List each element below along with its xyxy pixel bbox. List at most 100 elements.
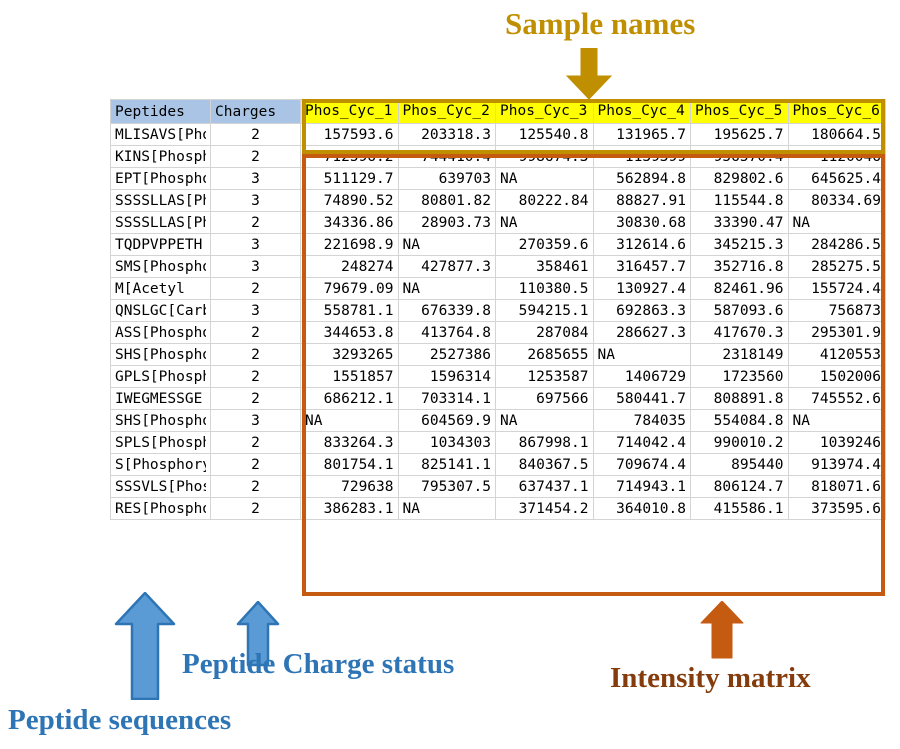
cell-intensity[interactable]: NA — [397, 277, 496, 301]
cell-intensity[interactable]: 990010.2 — [690, 431, 789, 455]
cell-intensity[interactable]: 709674.4 — [592, 453, 691, 477]
cell-intensity[interactable]: 82461.96 — [690, 277, 789, 301]
cell-intensity[interactable]: 80801.82 — [397, 189, 496, 213]
cell-intensity[interactable]: 131965.7 — [592, 123, 691, 147]
cell-intensity[interactable]: 3293265 — [300, 343, 399, 367]
cell-intensity[interactable]: 180664.5 — [787, 123, 886, 147]
cell-charge[interactable]: 2 — [210, 497, 301, 521]
cell-intensity[interactable]: 1034303 — [397, 431, 496, 455]
cell-intensity[interactable]: 2527386 — [397, 343, 496, 367]
cell-intensity[interactable]: 1039246 — [787, 431, 886, 455]
cell-intensity[interactable]: 895440 — [690, 453, 789, 477]
cell-intensity[interactable]: 415586.1 — [690, 497, 789, 521]
column-header-sample-6[interactable]: Phos_Cyc_6 — [787, 98, 886, 125]
column-header-sample-4[interactable]: Phos_Cyc_4 — [592, 98, 691, 125]
cell-charge[interactable]: 2 — [210, 123, 301, 147]
cell-intensity[interactable]: 373595.6 — [787, 497, 886, 521]
cell-intensity[interactable]: 818071.6 — [787, 475, 886, 499]
cell-intensity[interactable]: NA — [787, 409, 886, 433]
cell-intensity[interactable]: 676339.8 — [397, 299, 496, 323]
cell-intensity[interactable]: 686212.1 — [300, 387, 399, 411]
cell-intensity[interactable]: 712596.2 — [300, 145, 399, 169]
cell-intensity[interactable]: 316457.7 — [592, 255, 691, 279]
cell-intensity[interactable]: 427877.3 — [397, 255, 496, 279]
cell-intensity[interactable]: NA — [787, 211, 886, 235]
cell-intensity[interactable]: 956570.4 — [690, 145, 789, 169]
cell-intensity[interactable]: 637437.1 — [495, 475, 594, 499]
cell-intensity[interactable]: 4120553 — [787, 343, 886, 367]
cell-intensity[interactable]: 808891.8 — [690, 387, 789, 411]
cell-peptide[interactable]: GPLS[Phospho] — [110, 365, 211, 389]
cell-intensity[interactable]: 867998.1 — [495, 431, 594, 455]
cell-intensity[interactable]: 558781.1 — [300, 299, 399, 323]
cell-intensity[interactable]: 358461 — [495, 255, 594, 279]
cell-intensity[interactable]: 1139399 — [592, 145, 691, 169]
cell-peptide[interactable]: M[Acetyl — [110, 277, 211, 301]
cell-intensity[interactable]: 203318.3 — [397, 123, 496, 147]
cell-peptide[interactable]: MLISAVS[Phospho] — [110, 123, 211, 147]
cell-charge[interactable]: 2 — [210, 365, 301, 389]
column-header-sample-3[interactable]: Phos_Cyc_3 — [495, 98, 594, 125]
cell-charge[interactable]: 2 — [210, 453, 301, 477]
cell-charge[interactable]: 3 — [210, 189, 301, 213]
column-header-peptides[interactable]: Peptides — [110, 98, 211, 125]
cell-intensity[interactable]: 784035 — [592, 409, 691, 433]
cell-intensity[interactable]: 604569.9 — [397, 409, 496, 433]
cell-intensity[interactable]: 286627.3 — [592, 321, 691, 345]
cell-intensity[interactable]: 840367.5 — [495, 453, 594, 477]
cell-intensity[interactable]: 80222.84 — [495, 189, 594, 213]
cell-peptide[interactable]: KINS[Phospho] — [110, 145, 211, 169]
cell-peptide[interactable]: SSSSLLAS[Phospho] — [110, 189, 211, 213]
cell-peptide[interactable]: RES[Phospho] — [110, 497, 211, 521]
cell-intensity[interactable]: 364010.8 — [592, 497, 691, 521]
cell-peptide[interactable]: SMS[Phospho] — [110, 255, 211, 279]
cell-intensity[interactable]: 417670.3 — [690, 321, 789, 345]
cell-intensity[interactable]: 756873 — [787, 299, 886, 323]
cell-intensity[interactable]: 287084 — [495, 321, 594, 345]
cell-intensity[interactable]: 221698.9 — [300, 233, 399, 257]
cell-intensity[interactable]: 130927.4 — [592, 277, 691, 301]
cell-intensity[interactable]: 248274 — [300, 255, 399, 279]
cell-charge[interactable]: 2 — [210, 431, 301, 455]
cell-peptide[interactable]: S[Phosphoryl] — [110, 453, 211, 477]
cell-intensity[interactable]: 125540.8 — [495, 123, 594, 147]
cell-charge[interactable]: 3 — [210, 233, 301, 257]
cell-intensity[interactable]: 562894.8 — [592, 167, 691, 191]
column-header-charges[interactable]: Charges — [210, 98, 301, 125]
cell-peptide[interactable]: ASS[Phospho] — [110, 321, 211, 345]
cell-intensity[interactable]: 344653.8 — [300, 321, 399, 345]
cell-intensity[interactable]: 110380.5 — [495, 277, 594, 301]
cell-charge[interactable]: 2 — [210, 145, 301, 169]
cell-intensity[interactable]: 284286.5 — [787, 233, 886, 257]
cell-intensity[interactable]: 729638 — [300, 475, 399, 499]
cell-intensity[interactable]: 386283.1 — [300, 497, 399, 521]
cell-charge[interactable]: 2 — [210, 343, 301, 367]
cell-peptide[interactable]: SHS[Phospho] — [110, 409, 211, 433]
cell-intensity[interactable]: 554084.8 — [690, 409, 789, 433]
cell-intensity[interactable]: 1551857 — [300, 365, 399, 389]
cell-peptide[interactable]: IWEGMESSGE — [110, 387, 211, 411]
cell-intensity[interactable]: 352716.8 — [690, 255, 789, 279]
cell-intensity[interactable]: 833264.3 — [300, 431, 399, 455]
cell-intensity[interactable]: 88827.91 — [592, 189, 691, 213]
cell-intensity[interactable]: 1723560 — [690, 365, 789, 389]
cell-intensity[interactable]: 80334.69 — [787, 189, 886, 213]
cell-intensity[interactable]: 580441.7 — [592, 387, 691, 411]
cell-peptide[interactable]: EPT[Phospho] — [110, 167, 211, 191]
cell-intensity[interactable]: 587093.6 — [690, 299, 789, 323]
cell-intensity[interactable]: 33390.47 — [690, 211, 789, 235]
cell-charge[interactable]: 2 — [210, 211, 301, 235]
cell-intensity[interactable]: 801754.1 — [300, 453, 399, 477]
cell-intensity[interactable]: NA — [300, 409, 399, 433]
cell-intensity[interactable]: 157593.6 — [300, 123, 399, 147]
cell-intensity[interactable]: 413764.8 — [397, 321, 496, 345]
column-header-sample-5[interactable]: Phos_Cyc_5 — [690, 98, 789, 125]
spreadsheet-grid[interactable]: Peptides Charges Phos_Cyc_1 Phos_Cyc_2 P… — [110, 98, 886, 521]
cell-charge[interactable]: 3 — [210, 409, 301, 433]
cell-intensity[interactable]: 744410.4 — [397, 145, 496, 169]
cell-charge[interactable]: 2 — [210, 277, 301, 301]
cell-peptide[interactable]: SSSSLLAS[Phospho] — [110, 211, 211, 235]
cell-peptide[interactable]: TQDPVPPETH — [110, 233, 211, 257]
cell-peptide[interactable]: SPLS[Phospho] — [110, 431, 211, 455]
cell-intensity[interactable]: 74890.52 — [300, 189, 399, 213]
